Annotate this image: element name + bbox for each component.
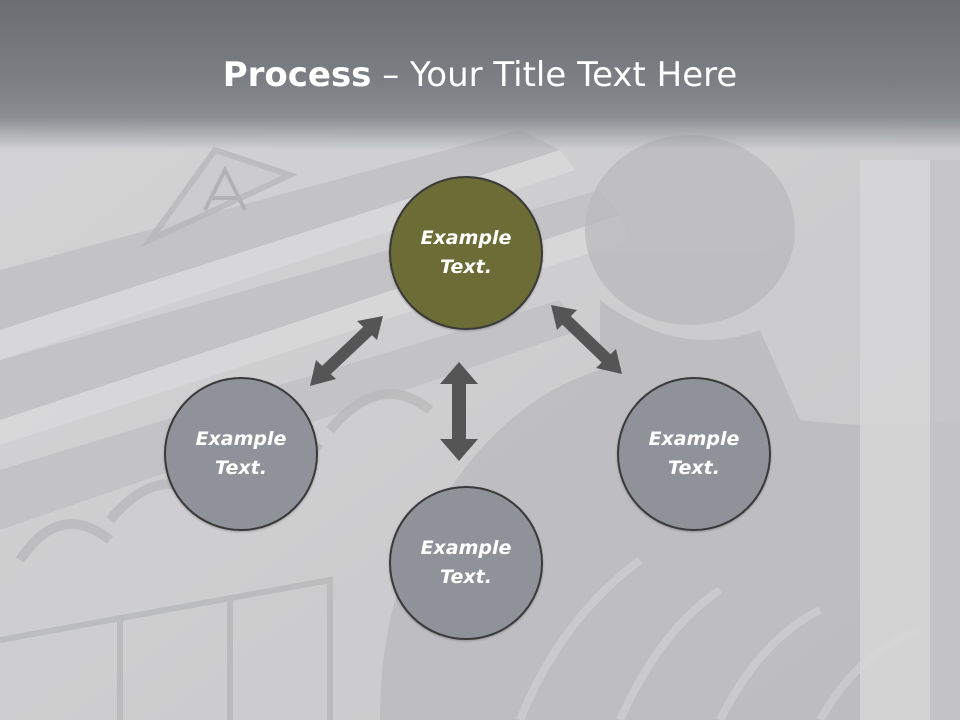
node-text-top: Example Text. [420,227,512,278]
title-rest: – Your Title Text Here [371,55,738,95]
node-text-right: Example Text. [648,428,740,479]
process-node-bottom: Example Text. [389,486,543,640]
process-node-top: Example Text. [389,176,543,330]
arrow-top-bottom [440,362,478,461]
arrow-top-right [551,305,622,374]
title-band [0,0,960,150]
node-text-left: Example Text. [195,428,287,479]
node-text-bottom: Example Text. [420,537,512,588]
process-node-left: Example Text. [164,377,318,531]
process-node-right: Example Text. [617,377,771,531]
arrow-top-left [310,316,383,386]
title-bold: Process [222,55,372,95]
slide-title: Process – Your Title Text Here [0,50,960,100]
